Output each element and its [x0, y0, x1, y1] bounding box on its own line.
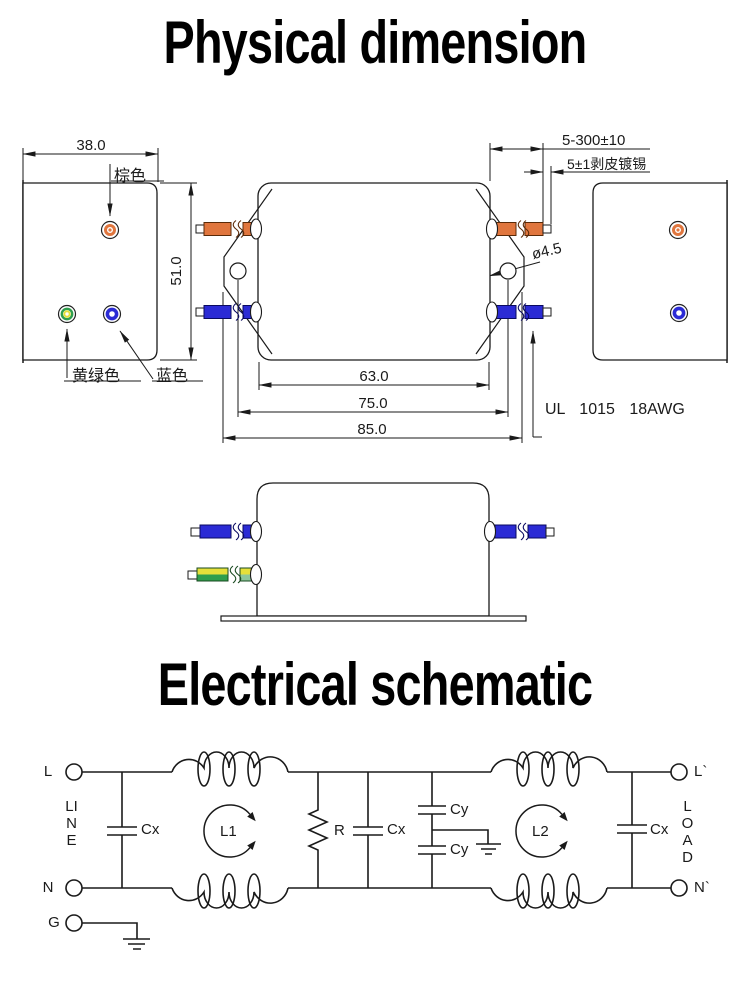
filter-body — [257, 182, 491, 361]
component-label-cx-output: Cx — [650, 821, 669, 838]
brown-wire-section — [668, 220, 688, 240]
blue-lead-right — [485, 301, 552, 323]
component-label-cy-bottom: Cy — [450, 841, 469, 858]
right-view-body — [592, 182, 728, 361]
dim-hole-spacing: 75.0 — [358, 395, 388, 412]
blue-lead-left — [190, 520, 263, 543]
component-label-cy-top: Cy — [450, 801, 469, 818]
label-yellow-green-wire: 黄绿色 — [72, 368, 121, 385]
component-label-r: R — [334, 822, 345, 839]
left-view-body — [22, 182, 158, 361]
brown-lead-left — [195, 218, 263, 240]
label-leaders — [64, 164, 203, 382]
terminal-G — [65, 914, 83, 932]
terminal-N — [65, 879, 83, 897]
right-end-view — [592, 180, 728, 363]
L1-circulation-arrow — [203, 804, 256, 858]
terminal-L-out — [670, 763, 688, 781]
capacitor-Cx-middle — [353, 772, 383, 888]
dimension-lines — [22, 146, 544, 441]
terminal-label-L: L — [43, 763, 53, 780]
component-label-l2: L2 — [532, 823, 549, 840]
terminal-N-out — [670, 879, 688, 897]
filter-body-side — [256, 482, 490, 617]
inductor-L1-top-winding — [171, 751, 289, 787]
base-flange — [220, 615, 527, 622]
right-mounting-hole — [499, 262, 517, 280]
capacitor-Cx-output — [617, 772, 647, 888]
yellow-green-lead-left — [187, 563, 263, 586]
dim-lead-length: 5-300±10 — [562, 132, 626, 149]
capacitors-Cy-pair — [418, 772, 501, 888]
dim-front-width: 38.0 — [76, 137, 106, 154]
terminal-label-N-out: N` — [694, 879, 710, 896]
dim-front-height: 51.0 — [168, 256, 185, 286]
top-view — [195, 182, 552, 361]
port-label-line: LINE — [65, 798, 78, 849]
blue-wire-section — [102, 304, 122, 324]
component-label-cx-middle: Cx — [387, 821, 406, 838]
terminal-label-G: G — [48, 914, 60, 931]
terminal-L — [65, 763, 83, 781]
label-blue-wire: 蓝色 — [156, 368, 189, 385]
terminal-label-N: N — [42, 879, 54, 896]
dim-strip-tin: 5±1剥皮镀锡 — [567, 156, 647, 172]
blue-wire-section — [669, 303, 689, 323]
component-label-l1: L1 — [220, 823, 237, 840]
brown-lead-right — [485, 218, 552, 240]
page-title-electrical: Electrical schematic — [157, 651, 593, 718]
L2-circulation-arrow — [515, 804, 568, 858]
wire-spec: UL 1015 18AWG — [545, 401, 685, 418]
yellow-green-wire-section — [57, 304, 77, 324]
terminal-label-L-out: L` — [694, 763, 708, 780]
ground-symbol-cy — [476, 843, 501, 855]
label-brown-wire: 棕色 — [114, 168, 147, 185]
inductor-L1-bottom-winding — [171, 873, 289, 909]
schematic — [65, 751, 688, 950]
ground-symbol-g — [123, 938, 150, 950]
side-view — [187, 482, 555, 622]
port-label-load: LOAD — [681, 798, 694, 866]
left-mounting-hole — [229, 262, 247, 280]
page-title-physical: Physical dimension — [163, 9, 588, 76]
brown-wire-section — [100, 220, 120, 240]
capacitor-Cx-input — [107, 772, 137, 888]
blue-lead-left — [195, 301, 263, 323]
dim-body-length: 63.0 — [359, 368, 389, 385]
inductor-L2-top-winding — [490, 751, 608, 787]
inductor-L2-bottom-winding — [490, 873, 608, 909]
left-end-view — [22, 164, 203, 382]
ground-wire — [82, 922, 150, 950]
component-label-cx-input: Cx — [141, 821, 160, 838]
dim-flange-length: 85.0 — [357, 421, 387, 438]
resistor-R — [307, 772, 329, 888]
blue-lead-right — [483, 520, 555, 543]
